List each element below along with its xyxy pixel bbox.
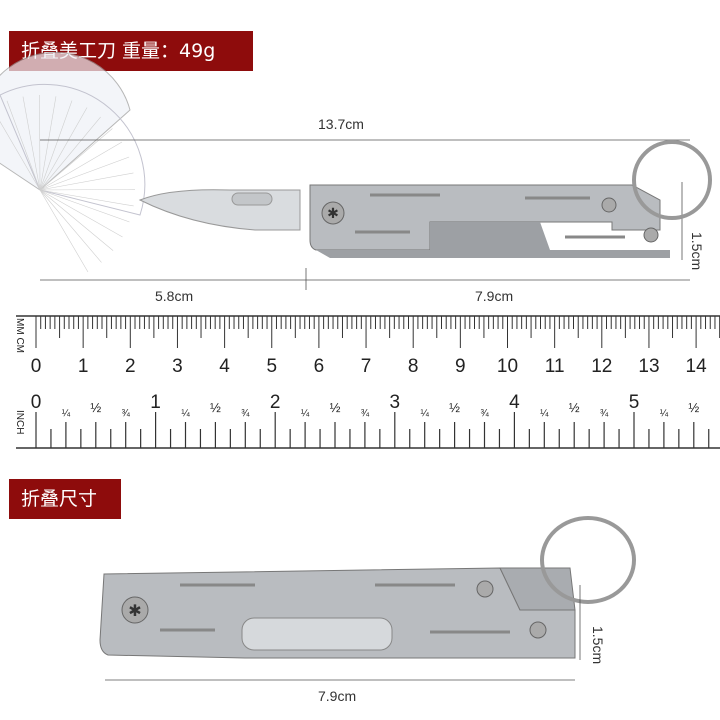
inch-fraction: ¾ [122,408,131,419]
protractor [0,51,146,273]
cm-number: 4 [219,356,230,377]
inch-number: 0 [31,392,42,413]
inch-fraction: ¾ [600,408,609,419]
inch-fraction: ¼ [540,407,549,419]
blade-length-label: 5.8cm [155,288,194,304]
cm-number: 3 [172,356,183,377]
inch-fraction: ¾ [361,408,370,419]
height-label: 1.5cm [689,232,705,271]
inch-fraction: ¼ [421,407,430,419]
inch-fraction: ¾ [480,408,489,419]
svg-text:✱: ✱ [327,206,339,222]
inch-fraction: ¾ [241,408,250,419]
inch-fraction: ½ [330,400,341,415]
inch-number: 2 [270,392,281,413]
folded-knife: ✱ [99,516,636,681]
handle-length-label: 7.9cm [475,288,514,304]
inch-fraction: ½ [569,400,580,415]
svg-text:✱: ✱ [128,601,141,620]
cm-number: 6 [314,356,325,377]
cm-number: 1 [78,356,89,377]
cm-number: 11 [545,356,565,377]
inch-number: 4 [509,392,520,413]
cm-number: 7 [361,356,372,377]
folded-height-label: 1.5cm [590,626,606,665]
inch-fraction: ¼ [62,407,71,419]
inch-fraction: ½ [688,400,699,415]
cm-number: 12 [591,356,612,377]
inch-fraction: ¼ [660,407,669,419]
cm-number: 10 [497,356,518,377]
folded-length-label: 7.9cm [318,688,357,704]
cm-number: 13 [638,356,659,377]
inch-unit-label: INCH [14,410,25,434]
inch-fraction: ½ [449,400,460,415]
total-length-label: 13.7cm [318,116,364,132]
inch-fraction: ½ [210,400,221,415]
inch-number: 1 [150,392,161,413]
inch-fraction: ½ [90,400,101,415]
cm-number: 8 [408,356,419,377]
cm-unit-label: MM CM [14,318,25,353]
section2-banner: 折叠尺寸 [9,479,121,519]
cm-number: 14 [686,356,708,377]
cm-number: 9 [455,356,466,377]
inch-fraction: ¼ [181,407,190,419]
cm-number: 2 [125,356,136,377]
inch-number: 5 [629,392,640,413]
inch-number: 3 [390,392,401,413]
inch-fraction: ¼ [301,407,310,419]
open-knife: ✱ [138,140,712,258]
cm-number: 0 [31,356,42,377]
cm-number: 5 [266,356,277,377]
